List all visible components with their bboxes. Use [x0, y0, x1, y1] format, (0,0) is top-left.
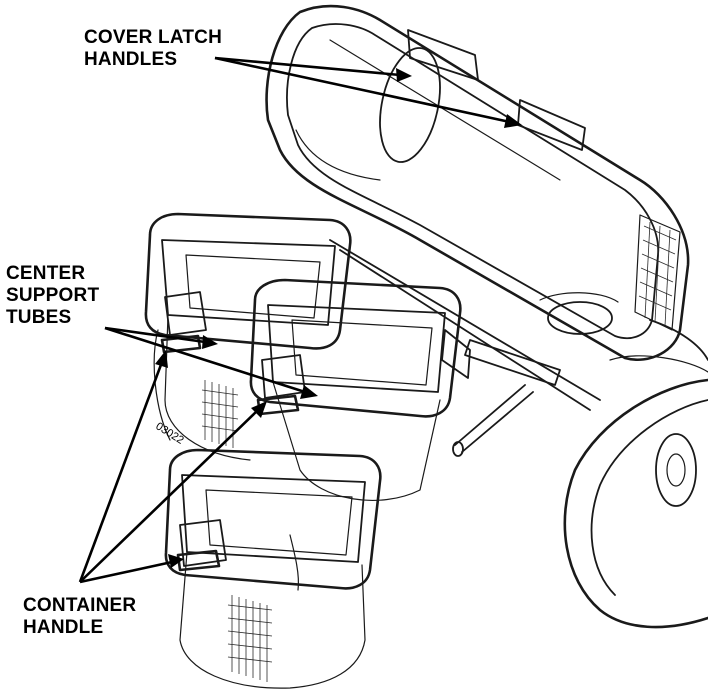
- figure-code: 03022: [153, 420, 185, 446]
- wheel: [563, 319, 708, 629]
- callout-container-handle-line1: CONTAINER: [23, 595, 137, 616]
- support-frame: [329, 239, 601, 457]
- callout-cover-latch-handles: COVER LATCH HANDLES: [84, 27, 222, 71]
- callout-container-handle: CONTAINER HANDLE: [23, 595, 136, 639]
- container-rear-right: [249, 278, 462, 501]
- cover-latch-arrows: [214, 56, 522, 128]
- callout-center-support-line3: TUBES: [6, 307, 72, 328]
- callout-center-support-line2: SUPPORT: [6, 285, 100, 306]
- container-front: [164, 448, 382, 689]
- rear-left-mesh: [201, 380, 239, 448]
- callout-center-support-tubes: CENTER SUPPORT TUBES: [6, 263, 99, 329]
- callout-container-handle-line2: HANDLE: [23, 617, 104, 638]
- callout-center-support-line1: CENTER: [6, 263, 86, 284]
- front-mesh: [227, 595, 273, 682]
- center-support-arrows: [104, 326, 318, 399]
- hopper-cover: [265, 4, 690, 361]
- cover-side-mesh: [638, 221, 677, 327]
- container-handle-arrows: [78, 350, 267, 584]
- callout-cover-latch-line1: COVER LATCH: [84, 27, 223, 48]
- callout-cover-latch-line2: HANDLES: [84, 49, 178, 70]
- container-rear-left: [144, 212, 352, 461]
